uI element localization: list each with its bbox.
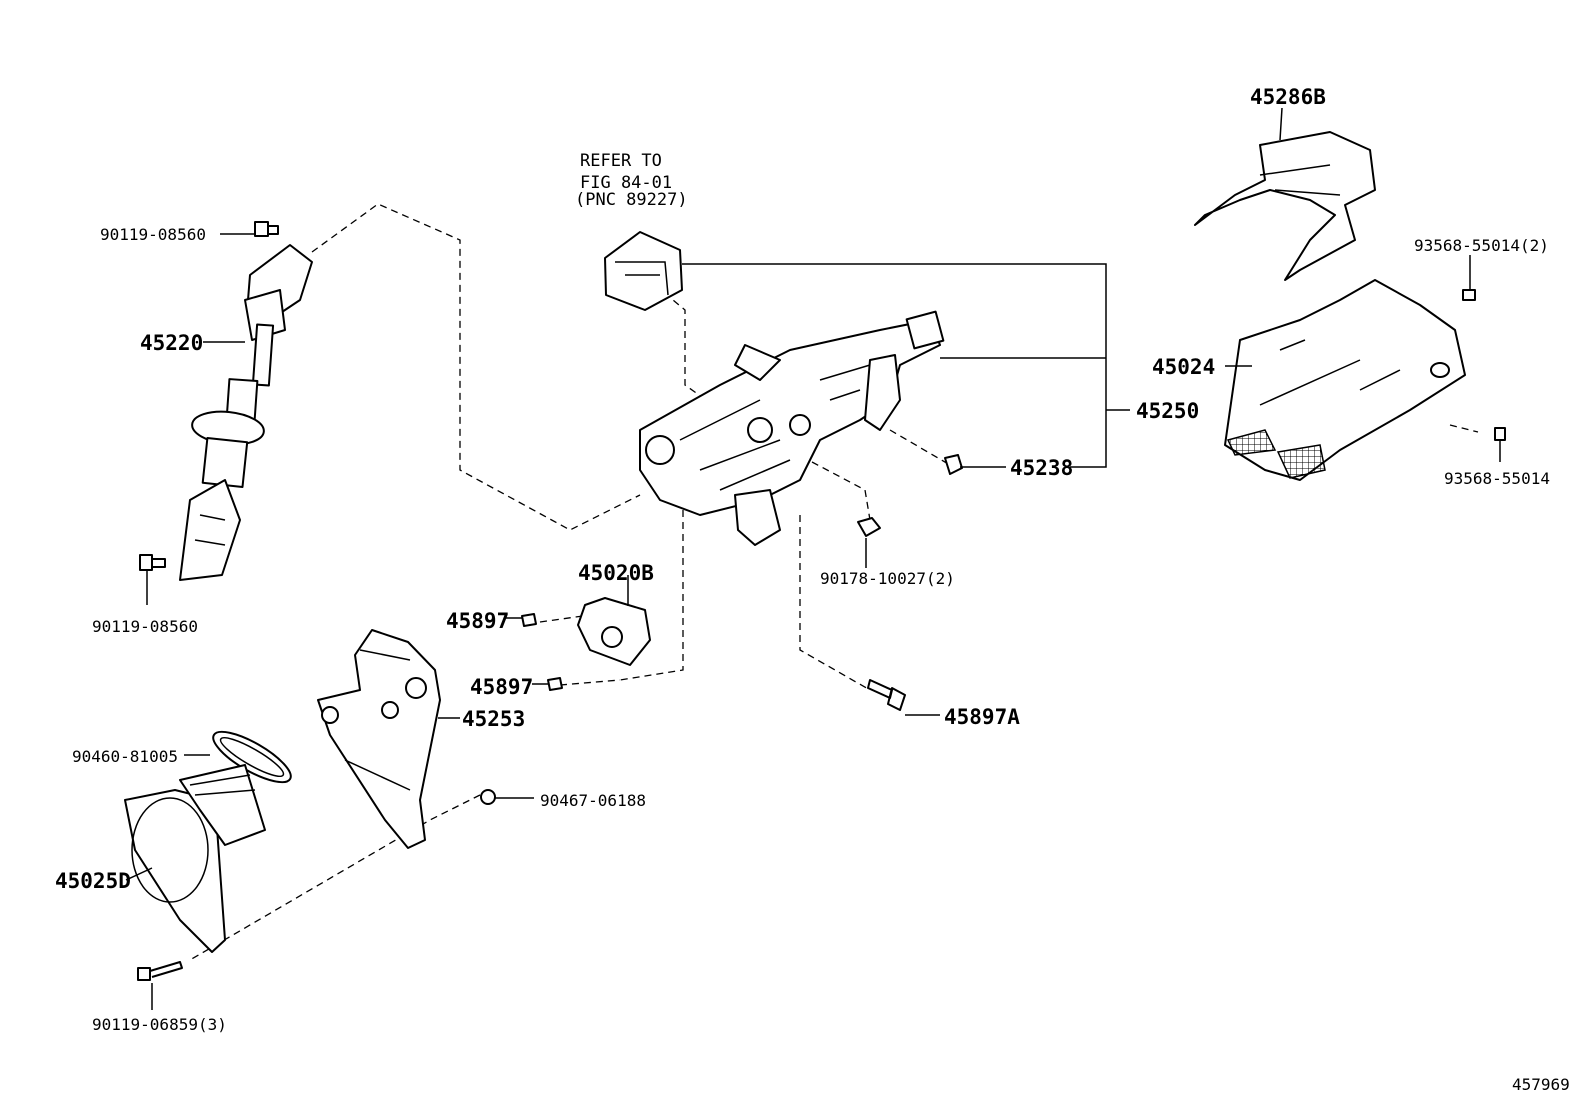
nut-icon — [857, 517, 881, 537]
label-90460-81005: 90460-81005 — [72, 747, 178, 766]
label-90178-10027: 90178-10027(2) — [820, 569, 955, 588]
label-93568-55014-2: 93568-55014(2) — [1414, 236, 1549, 255]
bolt-icon — [254, 221, 279, 237]
label-45220: 45220 — [140, 331, 203, 355]
boot-part — [124, 764, 266, 953]
label-45286B: 45286B — [1250, 85, 1326, 109]
label-90467-06188: 90467-06188 — [540, 791, 646, 810]
label-45250: 45250 — [1136, 399, 1199, 423]
bolt-icon — [867, 679, 906, 711]
figure-id: 457969 — [1512, 1075, 1570, 1094]
cover-part — [317, 629, 441, 849]
leader-lines — [125, 107, 1501, 1010]
label-45238: 45238 — [1010, 456, 1073, 480]
label-45024: 45024 — [1152, 355, 1215, 379]
label-90119-06859: 90119-06859(3) — [92, 1015, 227, 1034]
label-45020B: 45020B — [578, 561, 654, 585]
label-45897-upper: 45897 — [446, 609, 509, 633]
label-45025D: 45025D — [55, 869, 131, 893]
washer-icon — [480, 789, 496, 805]
label-93568-55014: 93568-55014 — [1444, 469, 1550, 488]
clip-icon — [944, 454, 963, 475]
label-90119-08560-top: 90119-08560 — [100, 225, 206, 244]
label-45897A: 45897A — [944, 705, 1020, 729]
bolt-icon — [521, 613, 537, 627]
upper-column-cover-part — [1194, 131, 1376, 281]
lower-column-cover-part — [1224, 279, 1466, 481]
refer-note-line-2: FIG 84-01 — [580, 173, 672, 193]
screw-icon — [1494, 427, 1506, 441]
bolt-icon — [547, 677, 563, 691]
bolt-icon — [137, 961, 183, 981]
screw-icon — [1462, 289, 1476, 301]
refer-note-line-1: REFER TO — [580, 151, 662, 171]
label-45897-lower: 45897 — [470, 675, 533, 699]
refer-note-line-3: (PNC 89227) — [575, 190, 688, 210]
intermediate-shaft-part — [179, 244, 313, 581]
label-45253: 45253 — [462, 707, 525, 731]
bracket-part — [577, 597, 651, 666]
label-90119-08560-bottom: 90119-08560 — [92, 617, 198, 636]
part-labels: REFER TO FIG 84-01 (PNC 89227) 90119-085… — [55, 85, 1570, 1094]
steering-column-assembly-part — [639, 310, 945, 546]
bolt-icon — [139, 554, 166, 571]
column-module-part — [604, 231, 683, 311]
